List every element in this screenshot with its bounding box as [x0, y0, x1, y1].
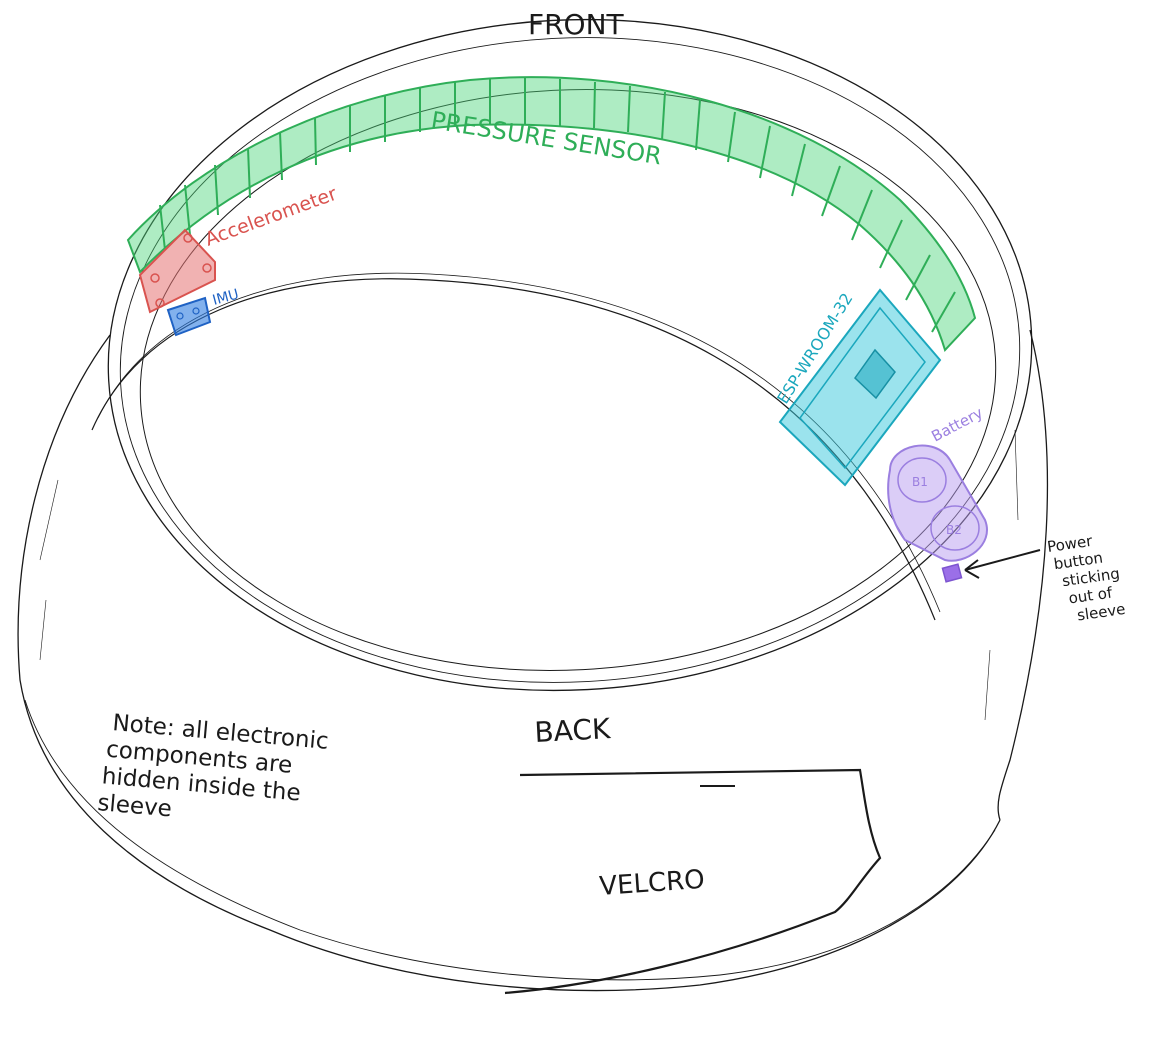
accelerometer-board [138, 228, 216, 314]
battery-pack [887, 444, 988, 562]
outer-rim [107, 18, 1033, 692]
callout-arrow [964, 549, 1041, 571]
hatch-line [39, 599, 47, 661]
velcro-outline [504, 768, 882, 995]
hatch-line [39, 479, 59, 561]
imu: IMU [166, 287, 241, 337]
power-button-callout: Power button sticking out of sleeve [964, 528, 1131, 627]
note-line: sleeve [96, 790, 172, 822]
imu-board [166, 296, 212, 337]
pressure-sensor-band [126, 76, 977, 352]
hatch-line [984, 649, 991, 721]
esp-board [778, 288, 942, 487]
sleeve-bottom-edge [24, 699, 996, 981]
pressure-sensor-ribs [159, 78, 956, 333]
esp-chip [854, 348, 896, 400]
inner-rim [139, 89, 997, 671]
battery-label: Battery [928, 404, 986, 446]
hatch-line [1014, 429, 1019, 521]
note-text: Note: all electronic components are hidd… [96, 709, 336, 836]
sleeve-outer-side [17, 334, 1001, 992]
velcro-patch: VELCRO [504, 768, 882, 995]
pressure-sensor: PRESSURE SENSOR [126, 76, 977, 352]
battery: B1 B2 Battery [887, 404, 988, 583]
power-button-label: Power button sticking out of sleeve [1046, 528, 1131, 627]
battery-cell-1-label: B1 [912, 475, 928, 489]
sleeve-right-side [997, 329, 1049, 821]
back-label: BACK [534, 712, 612, 749]
battery-cell-1 [897, 457, 947, 503]
outer-rim-inner-line [119, 37, 1021, 683]
front-label: FRONT [528, 8, 625, 41]
power-button [941, 563, 963, 583]
battery-cell-2-label: B2 [946, 523, 962, 537]
battery-cell-2 [930, 505, 980, 551]
imu-label: IMU [211, 287, 241, 309]
velcro-label: VELCRO [598, 865, 705, 902]
